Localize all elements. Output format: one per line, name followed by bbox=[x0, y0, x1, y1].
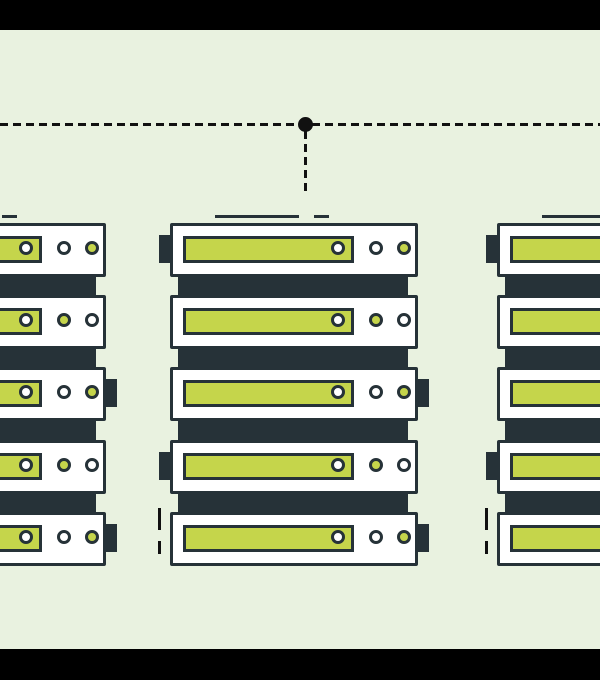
status-panel bbox=[183, 236, 354, 263]
indicator-led-icon bbox=[85, 241, 99, 255]
server-unit-5 bbox=[0, 512, 117, 566]
indicator-led-icon bbox=[369, 313, 383, 327]
server-unit-4 bbox=[486, 440, 600, 494]
panel-led-icon bbox=[19, 313, 33, 327]
server-unit-2 bbox=[497, 295, 600, 349]
server-stack-left bbox=[0, 208, 117, 568]
network-line-vertical-drop bbox=[304, 131, 307, 191]
rack-connector bbox=[0, 349, 96, 367]
rack-connector bbox=[0, 277, 96, 295]
mount-tab-right bbox=[418, 379, 429, 407]
indicator-led-icon bbox=[369, 385, 383, 399]
mount-tab-right bbox=[106, 524, 117, 552]
indicator-led-icon bbox=[57, 385, 71, 399]
top-frame-bar bbox=[0, 0, 600, 30]
network-node-dot-icon bbox=[298, 117, 313, 132]
rack-connector bbox=[178, 349, 408, 367]
status-panel bbox=[183, 380, 354, 407]
panel-led-icon bbox=[19, 530, 33, 544]
rack-connector bbox=[505, 349, 600, 367]
status-panel bbox=[510, 308, 600, 335]
panel-led-icon bbox=[19, 241, 33, 255]
status-panel bbox=[510, 236, 600, 263]
status-panel bbox=[510, 525, 600, 552]
panel-led-icon bbox=[331, 530, 345, 544]
indicator-led-icon bbox=[85, 458, 99, 472]
indicator-led-icon bbox=[369, 458, 383, 472]
panel-led-icon bbox=[331, 241, 345, 255]
indicator-led-icon bbox=[57, 530, 71, 544]
rack-top-dash-long bbox=[542, 215, 600, 218]
status-panel bbox=[183, 453, 354, 480]
rack-connector bbox=[0, 421, 96, 440]
indicator-led-icon bbox=[85, 385, 99, 399]
server-unit-3 bbox=[497, 367, 600, 421]
mount-tab-left bbox=[159, 452, 170, 480]
mount-tab-right bbox=[418, 524, 429, 552]
server-unit-2 bbox=[170, 295, 418, 349]
server-unit-5 bbox=[497, 512, 600, 566]
bottom-frame-bar bbox=[0, 649, 600, 680]
indicator-led-icon bbox=[57, 241, 71, 255]
rack-side-dash-marker bbox=[158, 541, 161, 554]
rack-side-dash-marker bbox=[485, 508, 488, 530]
rack-connector bbox=[505, 421, 600, 440]
panel-led-icon bbox=[331, 385, 345, 399]
indicator-led-icon bbox=[57, 313, 71, 327]
indicator-led-icon bbox=[397, 241, 411, 255]
rack-connector bbox=[505, 494, 600, 512]
server-unit-3 bbox=[0, 367, 117, 421]
indicator-led-icon bbox=[397, 458, 411, 472]
panel-led-icon bbox=[19, 458, 33, 472]
rack-connector bbox=[178, 494, 408, 512]
server-unit-2 bbox=[0, 295, 106, 349]
server-unit-5 bbox=[170, 512, 429, 566]
rack-top-dash-short bbox=[314, 215, 329, 218]
mount-tab-left bbox=[486, 452, 497, 480]
indicator-led-icon bbox=[397, 313, 411, 327]
indicator-led-icon bbox=[397, 385, 411, 399]
server-unit-4 bbox=[0, 440, 106, 494]
server-unit-1 bbox=[0, 223, 106, 277]
indicator-led-icon bbox=[85, 530, 99, 544]
rack-side-dash-marker bbox=[158, 508, 161, 530]
status-panel bbox=[510, 380, 600, 407]
indicator-led-icon bbox=[369, 241, 383, 255]
status-panel bbox=[183, 308, 354, 335]
rack-connector bbox=[178, 421, 408, 440]
server-unit-1 bbox=[486, 223, 600, 277]
server-unit-4 bbox=[159, 440, 418, 494]
mount-tab-left bbox=[486, 235, 497, 263]
status-panel bbox=[183, 525, 354, 552]
panel-led-icon bbox=[331, 458, 345, 472]
mount-tab-right bbox=[106, 379, 117, 407]
server-stack-center bbox=[158, 208, 429, 568]
rack-connector bbox=[505, 277, 600, 295]
server-stack-right bbox=[485, 208, 600, 568]
panel-led-icon bbox=[19, 385, 33, 399]
indicator-led-icon bbox=[369, 530, 383, 544]
server-unit-3 bbox=[170, 367, 429, 421]
rack-connector bbox=[178, 277, 408, 295]
rack-top-dash-long bbox=[215, 215, 299, 218]
rack-connector bbox=[0, 494, 96, 512]
panel-led-icon bbox=[331, 313, 345, 327]
rack-top-dash-short bbox=[2, 215, 17, 218]
mount-tab-left bbox=[159, 235, 170, 263]
server-unit-1 bbox=[159, 223, 418, 277]
indicator-led-icon bbox=[397, 530, 411, 544]
indicator-led-icon bbox=[85, 313, 99, 327]
status-panel bbox=[510, 453, 600, 480]
indicator-led-icon bbox=[57, 458, 71, 472]
rack-side-dash-marker bbox=[485, 541, 488, 554]
